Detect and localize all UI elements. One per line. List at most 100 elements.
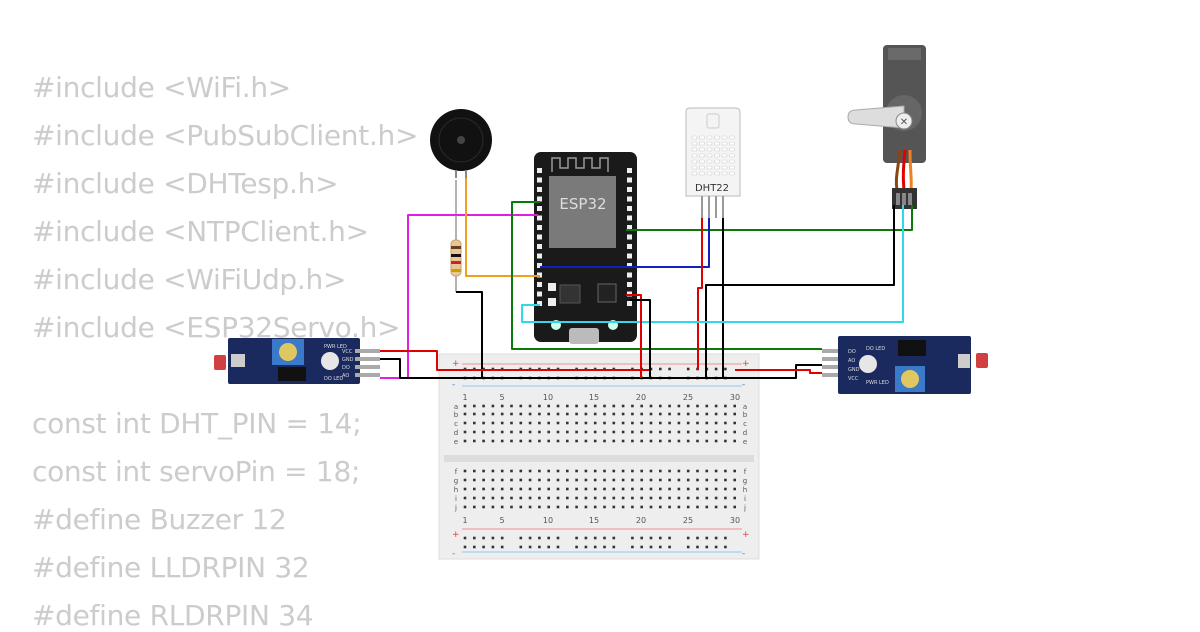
breadboard-hole[interactable] bbox=[640, 505, 643, 509]
breadboard-hole[interactable] bbox=[733, 412, 736, 416]
breadboard-hole[interactable] bbox=[482, 496, 485, 500]
breadboard-hole[interactable] bbox=[528, 421, 532, 425]
breadboard-hole[interactable] bbox=[473, 496, 476, 500]
breadboard-hole[interactable] bbox=[603, 439, 606, 443]
breadboard-hole[interactable] bbox=[575, 478, 578, 482]
breadboard-hole[interactable] bbox=[575, 487, 578, 491]
breadboard-hole[interactable] bbox=[584, 505, 588, 509]
breadboard-hole[interactable] bbox=[538, 430, 541, 434]
breadboard-hole[interactable] bbox=[510, 421, 513, 425]
wires[interactable] bbox=[380, 178, 913, 379]
breadboard-hole[interactable] bbox=[668, 505, 671, 509]
breadboard-hole[interactable] bbox=[603, 505, 606, 509]
breadboard-hole[interactable] bbox=[668, 367, 671, 371]
breadboard-hole[interactable] bbox=[677, 404, 681, 408]
breadboard-hole[interactable] bbox=[566, 430, 569, 434]
breadboard-hole[interactable] bbox=[714, 496, 718, 500]
breadboard-hole[interactable] bbox=[714, 421, 718, 425]
breadboard-hole[interactable] bbox=[575, 404, 578, 408]
wire-cyan-ldr[interactable] bbox=[521, 205, 904, 323]
breadboard-hole[interactable] bbox=[631, 430, 634, 434]
esp32-pin[interactable] bbox=[537, 234, 542, 240]
esp32-pin[interactable] bbox=[537, 253, 542, 259]
en-button[interactable] bbox=[548, 298, 556, 306]
breadboard-hole[interactable] bbox=[705, 412, 709, 416]
breadboard-hole[interactable] bbox=[705, 404, 709, 408]
breadboard-hole[interactable] bbox=[575, 536, 578, 540]
breadboard-hole[interactable] bbox=[640, 487, 643, 491]
ldr-left-header-pin[interactable] bbox=[355, 357, 380, 361]
breadboard-hole[interactable] bbox=[659, 430, 662, 434]
breadboard-hole[interactable] bbox=[649, 439, 653, 443]
breadboard-hole[interactable] bbox=[547, 545, 550, 549]
breadboard-hole[interactable] bbox=[463, 421, 467, 425]
breadboard-hole[interactable] bbox=[593, 412, 597, 416]
breadboard-hole[interactable] bbox=[500, 439, 504, 443]
breadboard-hole[interactable] bbox=[677, 469, 681, 473]
breadboard-hole[interactable] bbox=[510, 478, 513, 482]
breadboard-hole[interactable] bbox=[631, 469, 634, 473]
servo-horn[interactable] bbox=[847, 105, 905, 129]
breadboard-hole[interactable] bbox=[603, 404, 606, 408]
breadboard-hole[interactable] bbox=[631, 487, 634, 491]
breadboard-hole[interactable] bbox=[482, 421, 485, 425]
breadboard-hole[interactable] bbox=[714, 404, 718, 408]
breadboard-hole[interactable] bbox=[714, 545, 718, 549]
breadboard-hole[interactable] bbox=[686, 496, 690, 500]
breadboard-hole[interactable] bbox=[482, 404, 485, 408]
breadboard-hole[interactable] bbox=[621, 469, 625, 473]
breadboard-hole[interactable] bbox=[500, 404, 504, 408]
breadboard-hole[interactable] bbox=[528, 439, 532, 443]
breadboard-hole[interactable] bbox=[686, 469, 690, 473]
esp32-pin[interactable] bbox=[627, 263, 632, 268]
breadboard-hole[interactable] bbox=[668, 487, 671, 491]
breadboard-hole[interactable] bbox=[593, 469, 597, 473]
ldr-right-header-pin[interactable] bbox=[822, 349, 847, 353]
breadboard-hole[interactable] bbox=[631, 505, 634, 509]
breadboard-hole[interactable] bbox=[714, 505, 718, 509]
breadboard-hole[interactable] bbox=[640, 478, 643, 482]
breadboard-hole[interactable] bbox=[491, 478, 495, 482]
breadboard-hole[interactable] bbox=[510, 496, 513, 500]
breadboard-hole[interactable] bbox=[668, 496, 671, 500]
breadboard-hole[interactable] bbox=[631, 439, 634, 443]
breadboard-hole[interactable] bbox=[510, 439, 513, 443]
breadboard-hole[interactable] bbox=[733, 404, 736, 408]
esp32-pin[interactable] bbox=[537, 225, 542, 230]
breadboard-hole[interactable] bbox=[612, 505, 616, 509]
breadboard-hole[interactable] bbox=[724, 505, 727, 509]
breadboard-hole[interactable] bbox=[473, 478, 476, 482]
breadboard-hole[interactable] bbox=[724, 404, 727, 408]
breadboard-hole[interactable] bbox=[724, 439, 727, 443]
breadboard-hole[interactable] bbox=[547, 536, 550, 540]
breadboard-hole[interactable] bbox=[482, 545, 485, 549]
breadboard-hole[interactable] bbox=[612, 496, 616, 500]
breadboard-hole[interactable] bbox=[640, 536, 643, 540]
breadboard-hole[interactable] bbox=[603, 421, 606, 425]
breadboard-hole[interactable] bbox=[593, 487, 597, 491]
breadboard-hole[interactable] bbox=[547, 469, 550, 473]
breadboard-hole[interactable] bbox=[556, 412, 560, 416]
breadboard-hole[interactable] bbox=[556, 478, 560, 482]
breadboard-hole[interactable] bbox=[593, 430, 597, 434]
breadboard-hole[interactable] bbox=[621, 404, 625, 408]
esp32-pin[interactable] bbox=[627, 282, 632, 287]
breadboard-hole[interactable] bbox=[696, 505, 699, 509]
breadboard-hole[interactable] bbox=[696, 478, 699, 482]
breadboard-hole[interactable] bbox=[538, 478, 541, 482]
breadboard-hole[interactable] bbox=[640, 430, 643, 434]
breadboard-hole[interactable] bbox=[612, 487, 616, 491]
breadboard-hole[interactable] bbox=[547, 487, 550, 491]
breadboard-hole[interactable] bbox=[603, 496, 606, 500]
breadboard-hole[interactable] bbox=[500, 412, 504, 416]
breadboard-hole[interactable] bbox=[686, 545, 690, 549]
breadboard-hole[interactable] bbox=[677, 430, 681, 434]
breadboard-hole[interactable] bbox=[621, 496, 625, 500]
breadboard-hole[interactable] bbox=[668, 421, 671, 425]
breadboard-hole[interactable] bbox=[538, 545, 541, 549]
breadboard-hole[interactable] bbox=[649, 469, 653, 473]
breadboard-hole[interactable] bbox=[659, 412, 662, 416]
breadboard-hole[interactable] bbox=[696, 469, 699, 473]
breadboard-hole[interactable] bbox=[705, 478, 709, 482]
